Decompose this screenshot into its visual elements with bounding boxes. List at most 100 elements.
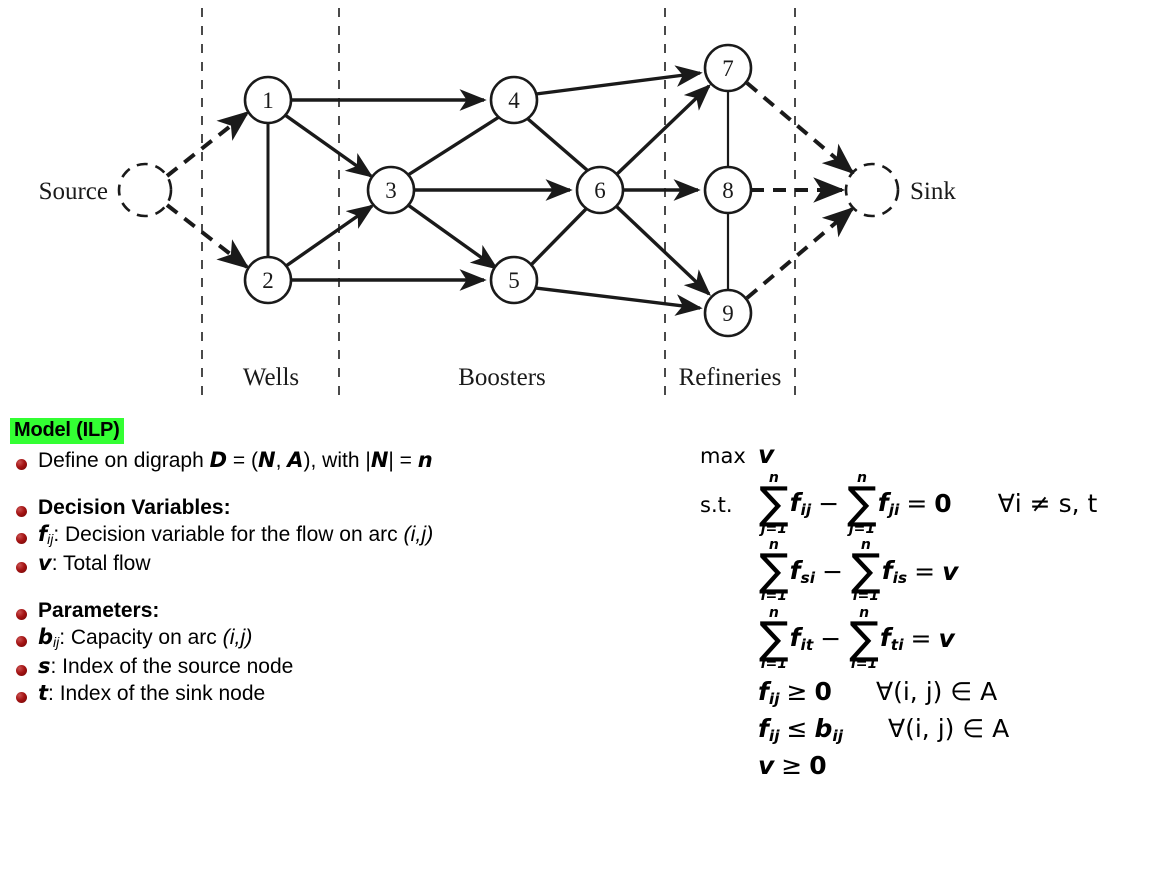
bullet-text: Parameters:	[38, 598, 160, 622]
bullet-text: bij: Capacity on arc (i,j)	[38, 624, 253, 650]
bullet-text: fij: Decision variable for the flow on a…	[38, 522, 434, 548]
bullet-gap-1	[10, 477, 670, 497]
zone-captions: Wells Boosters Refineries	[243, 364, 782, 391]
sigma-icon: ∑	[849, 612, 879, 664]
right-hand-side: 0	[934, 489, 952, 519]
constraint-source-balance: n ∑ i=1 fsi − n ∑ i=1 fis = v	[758, 538, 1152, 603]
bullet-text: Decision Variables:	[38, 496, 231, 519]
node-9[interactable]	[703, 288, 753, 338]
bullet-dot-icon	[16, 691, 27, 703]
sum-lower-limit: i=1	[852, 588, 880, 605]
bullet-text: t: Index of the sink node	[38, 680, 266, 705]
arc-1-3	[284, 113, 374, 178]
bullet-dot-icon	[16, 608, 27, 620]
bullet-dot-icon	[16, 561, 27, 573]
sink-label: Sink	[910, 178, 956, 205]
arc-3-5	[407, 203, 499, 270]
zone-label-boosters: Boosters	[458, 364, 546, 391]
bullet-dot-icon	[16, 635, 27, 647]
sum-lower-limit: i=1	[850, 655, 878, 672]
bullet-parameters-heading: Parameters:	[10, 600, 670, 621]
node-3[interactable]	[366, 165, 416, 215]
bullet-s-definition: s: Index of the source node	[10, 653, 670, 678]
arc-7-sink	[745, 81, 855, 175]
source-node	[117, 162, 173, 218]
zone-label-refineries: Refineries	[679, 364, 782, 391]
summation-2: n ∑ i=1	[851, 538, 881, 603]
sigma-icon: ∑	[847, 477, 877, 529]
network-diagram-svg: Source Sink 1 2 3 4 5 6 7 8 9	[39, 8, 956, 402]
bullet-b-ij-definition: bij: Capacity on arc (i,j)	[10, 624, 670, 650]
capacity-expression: fij≤bij	[758, 714, 844, 746]
dashed-arcs	[165, 81, 855, 300]
node-6[interactable]	[575, 165, 625, 215]
flow-conservation-expression: n ∑ j=1 fij − n ∑ j=1 fji = 0 ∀i ≠ s, t	[758, 471, 1097, 536]
sink-node	[844, 162, 900, 218]
constraint-nonneg-v: v≥0	[758, 751, 1152, 780]
sum-upper-limit: n	[768, 470, 779, 486]
node-4[interactable]	[489, 75, 539, 125]
source-label: Source	[39, 178, 108, 205]
sigma-icon: ∑	[759, 545, 789, 597]
summation-1: n ∑ i=1	[759, 538, 789, 603]
objective-keyword: max	[700, 444, 746, 468]
node-4-label: 4	[508, 88, 520, 113]
node-1[interactable]	[243, 75, 293, 125]
node-8[interactable]	[703, 165, 753, 215]
simple-constraints: fij≥0 ∀(i, j) ∈ A fij≤bij ∀(i, j) ∈ A v≥…	[758, 677, 1152, 780]
node-8-label: 8	[722, 178, 734, 203]
relation-operator: =	[914, 556, 936, 586]
bullet-f-ij-definition: fij: Decision variable for the flow on a…	[10, 522, 670, 548]
network-diagram: Source Sink 1 2 3 4 5 6 7 8 9	[0, 0, 1152, 410]
sum-upper-limit: n	[768, 604, 779, 621]
right-hand-side: v	[942, 556, 959, 586]
bullet-text: v: Total flow	[38, 550, 151, 575]
bullet-text: s: Index of the source node	[38, 653, 294, 678]
node-1-label: 1	[262, 88, 274, 113]
arc-4-6	[526, 117, 589, 172]
nonneg-flow-expression: fij≥0	[758, 677, 832, 709]
node-9-label: 9	[722, 301, 734, 326]
sum-upper-limit: n	[859, 604, 870, 621]
sum-lower-limit: j=1	[848, 520, 876, 537]
summation-1: n ∑ j=1	[759, 471, 789, 536]
subject-to-keyword: s.t.	[700, 493, 733, 517]
source-balance-expression: n ∑ i=1 fsi − n ∑ i=1 fis = v	[758, 538, 958, 603]
term-1: fij	[789, 488, 812, 520]
sum-upper-limit: n	[856, 470, 867, 486]
arc-3-4	[407, 115, 500, 177]
term-2: fji	[877, 488, 900, 520]
nonneg-v-expression: v≥0	[758, 751, 827, 781]
sum-upper-limit: n	[860, 537, 871, 554]
sum-lower-limit: i=1	[760, 655, 787, 672]
arc-9-sink	[745, 206, 855, 300]
node-6-label: 6	[594, 178, 606, 203]
constraint-qualifier: ∀i ≠ s, t	[997, 489, 1098, 519]
objective-row: max v	[700, 440, 1152, 469]
graph-node-labels: 1 2 3 4 5 6 7 8 9	[262, 56, 734, 326]
minus-operator: −	[818, 489, 840, 519]
arc-6-9	[614, 204, 711, 296]
objective-expression: v	[758, 440, 775, 469]
summation-2: n ∑ j=1	[847, 471, 877, 536]
zone-label-wells: Wells	[243, 364, 299, 391]
sum-upper-limit: n	[768, 537, 779, 554]
node-7[interactable]	[703, 43, 753, 93]
solid-arcs	[266, 65, 730, 316]
node-3-label: 3	[385, 178, 397, 203]
node-2[interactable]	[243, 255, 293, 305]
summation-1: n ∑ i=1	[759, 606, 789, 671]
bullet-dot-icon	[16, 533, 27, 544]
node-7-label: 7	[722, 56, 734, 81]
term-1: fsi	[789, 555, 816, 587]
bullet-define-digraph: Define on digraph D = (N, A), with |N| =…	[10, 450, 670, 471]
bullet-gap-2	[10, 580, 670, 600]
summation-2: n ∑ i=1	[849, 606, 879, 671]
constraint-capacity: fij≤bij ∀(i, j) ∈ A	[758, 714, 1152, 745]
constraint-sink-balance: n ∑ i=1 fit − n ∑ i=1 fti = v	[758, 606, 1152, 671]
bullet-t-definition: t: Index of the sink node	[10, 680, 670, 705]
bullet-v-definition: v: Total flow	[10, 550, 670, 575]
relation-operator: =	[910, 624, 932, 654]
constraint-flow-conservation: s.t. n ∑ j=1 fij − n ∑ j=1 fji = 0 ∀i ≠ …	[700, 471, 1152, 536]
node-5[interactable]	[489, 255, 539, 305]
